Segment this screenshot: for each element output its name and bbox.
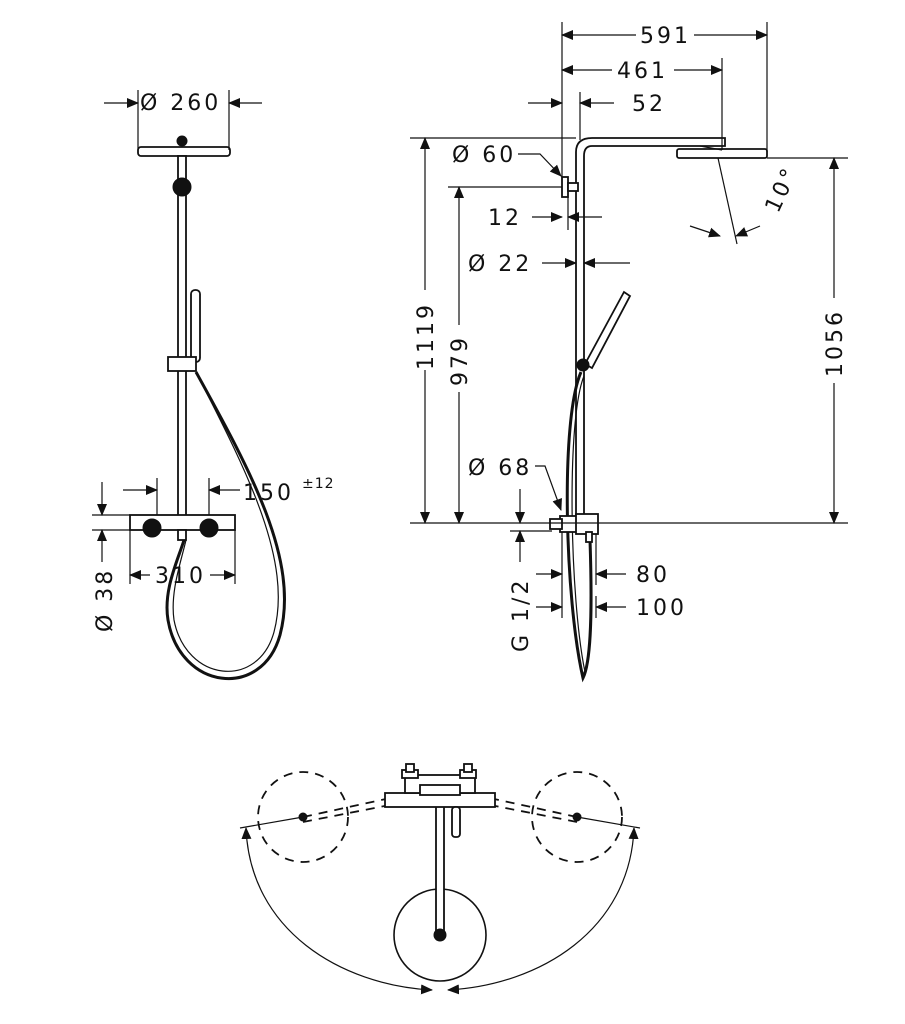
front-head-joint xyxy=(176,135,188,147)
bracket-height-label: 979 xyxy=(448,335,473,386)
connection-diameter-label: Ø 68 xyxy=(468,456,532,481)
mixer-projection-label: 80 xyxy=(636,563,670,588)
top-view xyxy=(239,763,641,995)
head-reach-label: 461 xyxy=(617,59,668,84)
wall-offset-label: 52 xyxy=(632,92,666,117)
front-hand-shower xyxy=(190,289,201,363)
front-bracket xyxy=(172,177,192,197)
connection-thread-label: G 1/2 xyxy=(509,578,534,652)
front-hose xyxy=(165,371,286,681)
mixer-diameter-label: Ø 38 xyxy=(93,568,118,632)
side-wall-bracket xyxy=(561,176,569,198)
tilt-angle-label: 10° xyxy=(761,162,804,216)
mixer-projection-max-label: 100 xyxy=(636,596,687,621)
total-height-label: 1119 xyxy=(414,302,439,370)
total-reach-label: 591 xyxy=(640,24,691,49)
side-mixer-connection xyxy=(549,518,563,530)
head-height-label: 1056 xyxy=(823,309,848,377)
side-slider xyxy=(576,358,590,372)
spacing-tolerance-label: ±12 xyxy=(302,476,335,492)
front-mixer-outlet xyxy=(177,529,187,541)
spacing-label: 150 xyxy=(243,481,294,506)
side-rail-arm xyxy=(575,137,726,521)
top-swivel-arc xyxy=(241,827,433,995)
rail-diameter-label: Ø 22 xyxy=(468,252,532,277)
side-hand-shower xyxy=(583,290,632,370)
front-slider xyxy=(167,356,197,372)
top-head-joint xyxy=(433,928,447,942)
front-mixer-handle-right xyxy=(199,518,219,538)
side-view: 591 461 52 Ø 60 12 Ø 22 10° xyxy=(410,22,848,683)
top-arm xyxy=(435,799,445,936)
front-rail xyxy=(177,155,187,519)
front-view: Ø 260 150 ±12 Ø 38 310 xyxy=(92,90,335,681)
bracket-depth-label: 12 xyxy=(488,206,522,231)
mixer-width-label: 310 xyxy=(155,564,206,589)
side-rain-head xyxy=(676,148,768,159)
front-shower-head xyxy=(137,146,231,157)
bracket-diameter-label: Ø 60 xyxy=(452,143,516,168)
front-mixer-handle-left xyxy=(142,518,162,538)
side-hose xyxy=(565,371,593,683)
head-diameter-label: Ø 260 xyxy=(140,91,221,116)
